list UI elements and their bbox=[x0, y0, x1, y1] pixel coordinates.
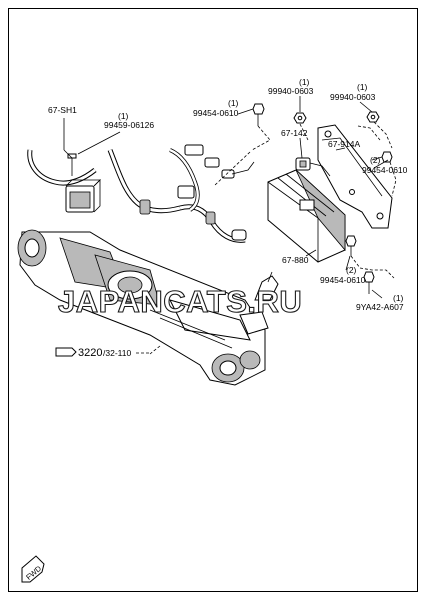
label-bracket[interactable]: 67-914A bbox=[328, 139, 360, 149]
label-bolt-left-qty: (1) bbox=[228, 98, 239, 108]
label-harness-bolt-qty: (1) bbox=[118, 111, 129, 121]
label-harness-bolt[interactable]: 99459-06126 bbox=[104, 120, 154, 130]
sensor[interactable] bbox=[295, 157, 331, 177]
stud[interactable] bbox=[363, 271, 375, 294]
label-harness-main[interactable]: 67-SH1 bbox=[48, 105, 77, 115]
label-sensor[interactable]: 67-142 bbox=[281, 128, 308, 138]
control-module[interactable] bbox=[267, 169, 346, 263]
diagram-frame bbox=[8, 8, 418, 592]
wiring-harness[interactable] bbox=[26, 129, 255, 243]
steering-gear-assembly[interactable] bbox=[17, 229, 279, 386]
fwd-badge: FWD bbox=[21, 555, 45, 583]
harness-bolt[interactable] bbox=[67, 153, 77, 176]
leader-lines bbox=[63, 96, 397, 355]
module-bracket[interactable] bbox=[317, 124, 393, 229]
label-bolt-left[interactable]: 99454-0610 bbox=[193, 108, 239, 118]
bolt-lower[interactable] bbox=[345, 235, 357, 256]
label-nut-b[interactable]: 99940-0603 bbox=[330, 92, 376, 102]
harness-connector[interactable] bbox=[65, 179, 101, 213]
label-bolt-lower[interactable]: 99454-0610 bbox=[320, 275, 366, 285]
label-nut-b-qty: (1) bbox=[357, 82, 368, 92]
ref-main[interactable]: 3220 bbox=[78, 347, 102, 359]
label-nut-a-qty: (1) bbox=[299, 77, 310, 87]
label-bolt-right[interactable]: 99454-0610 bbox=[362, 165, 408, 175]
label-bolt-lower-qty: (2) bbox=[346, 265, 357, 275]
callout-labels: 67-SH1 (1) 99459-06126 (1) 99940-0603 (1… bbox=[48, 77, 408, 312]
label-stud-qty: (1) bbox=[393, 293, 404, 303]
label-bolt-right-qty: (2) bbox=[370, 155, 381, 165]
watermark: JAPANCATS.RU bbox=[58, 284, 302, 319]
label-control-module[interactable]: 67-880 bbox=[282, 255, 309, 265]
reference-callout[interactable]: 3220 /32-110 bbox=[55, 347, 150, 359]
label-nut-a[interactable]: 99940-0603 bbox=[268, 86, 314, 96]
label-stud[interactable]: 9YA42-A607 bbox=[356, 302, 404, 312]
bolt-left[interactable] bbox=[252, 103, 265, 126]
ref-sub: /32-110 bbox=[103, 348, 131, 358]
nut-b[interactable] bbox=[366, 111, 380, 123]
nut-a[interactable] bbox=[293, 112, 307, 124]
